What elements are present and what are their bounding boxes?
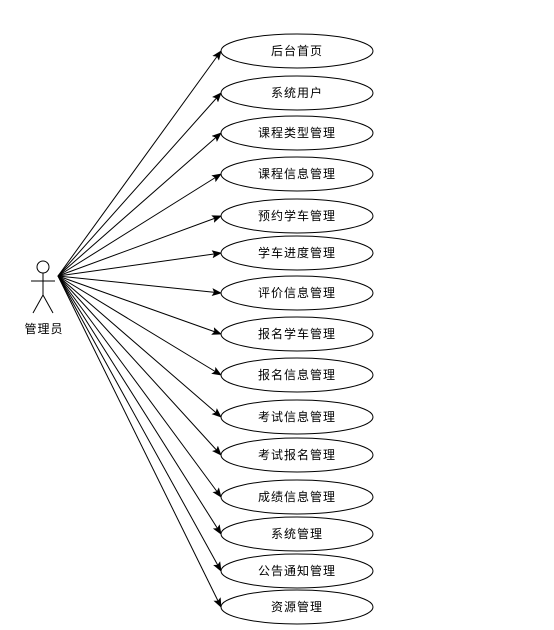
- use-case-label: 后台首页: [271, 43, 323, 58]
- use-case-label: 考试信息管理: [258, 409, 336, 424]
- use-case-ellipse: [220, 156, 374, 192]
- association-arrow: [57, 92, 222, 277]
- use-case-label: 报名学车管理: [258, 326, 336, 341]
- association-arrow: [57, 275, 222, 456]
- association-arrow: [57, 132, 222, 277]
- association-arrow: [57, 50, 222, 277]
- stick-figure-actor-icon: [31, 260, 55, 314]
- use-case: 学车进度管理: [220, 235, 374, 271]
- use-case-label: 课程信息管理: [258, 166, 336, 181]
- use-case-label: 课程类型管理: [258, 125, 336, 140]
- use-case-ellipse: [220, 357, 374, 393]
- use-case-ellipse: [220, 316, 374, 352]
- use-case-label: 考试报名管理: [258, 447, 336, 462]
- actor-label: 管理员: [24, 321, 63, 336]
- use-case: 系统管理: [220, 516, 374, 552]
- use-case-label: 学车进度管理: [258, 245, 336, 260]
- use-case: 系统用户: [220, 75, 374, 111]
- use-case-label: 系统管理: [271, 526, 323, 541]
- use-cases: 后台首页系统用户课程类型管理课程信息管理预约学车管理学车进度管理评价信息管理报名…: [220, 33, 374, 625]
- use-case-label: 预约学车管理: [258, 208, 336, 223]
- association-arrow: [57, 215, 222, 277]
- use-case-ellipse: [220, 198, 374, 234]
- use-case: 报名学车管理: [220, 316, 374, 352]
- use-case-label: 评价信息管理: [258, 285, 336, 300]
- use-case-ellipse: [220, 33, 374, 69]
- use-case: 考试信息管理: [220, 399, 374, 435]
- use-case-ellipse: [220, 553, 374, 589]
- association-arrow: [57, 275, 222, 376]
- association-arrow: [57, 173, 222, 277]
- association-arrow: [57, 275, 222, 335]
- association-arrow: [57, 275, 222, 498]
- use-case-label: 系统用户: [271, 85, 323, 100]
- use-case: 预约学车管理: [220, 198, 374, 234]
- use-case: 评价信息管理: [220, 275, 374, 311]
- use-case-ellipse: [220, 235, 374, 271]
- use-case-label: 资源管理: [271, 599, 323, 614]
- use-case-label: 公告通知管理: [258, 563, 336, 578]
- administrator-actor: 管理员: [24, 260, 63, 336]
- use-case-ellipse: [220, 75, 374, 111]
- use-case: 考试报名管理: [220, 437, 374, 473]
- association-arrow: [57, 275, 222, 297]
- use-case: 后台首页: [220, 33, 374, 69]
- use-case-ellipse: [220, 275, 374, 311]
- association-arrow: [57, 275, 222, 608]
- use-case-ellipse: [220, 516, 374, 552]
- association-lines: [57, 50, 222, 608]
- use-case: 成绩信息管理: [220, 479, 374, 515]
- use-case-ellipse: [220, 437, 374, 473]
- use-case-label: 成绩信息管理: [258, 489, 336, 504]
- use-case: 课程类型管理: [220, 115, 374, 151]
- association-arrow: [57, 250, 222, 277]
- use-case: 公告通知管理: [220, 553, 374, 589]
- use-case-ellipse: [220, 399, 374, 435]
- use-case-ellipse: [220, 479, 374, 515]
- association-arrow: [57, 275, 222, 572]
- use-case: 课程信息管理: [220, 156, 374, 192]
- use-case: 报名信息管理: [220, 357, 374, 393]
- use-case-label: 报名信息管理: [258, 367, 336, 382]
- association-arrow: [57, 275, 222, 535]
- use-case: 资源管理: [220, 589, 374, 625]
- use-case-ellipse: [220, 589, 374, 625]
- use-case-ellipse: [220, 115, 374, 151]
- association-arrow: [57, 275, 222, 418]
